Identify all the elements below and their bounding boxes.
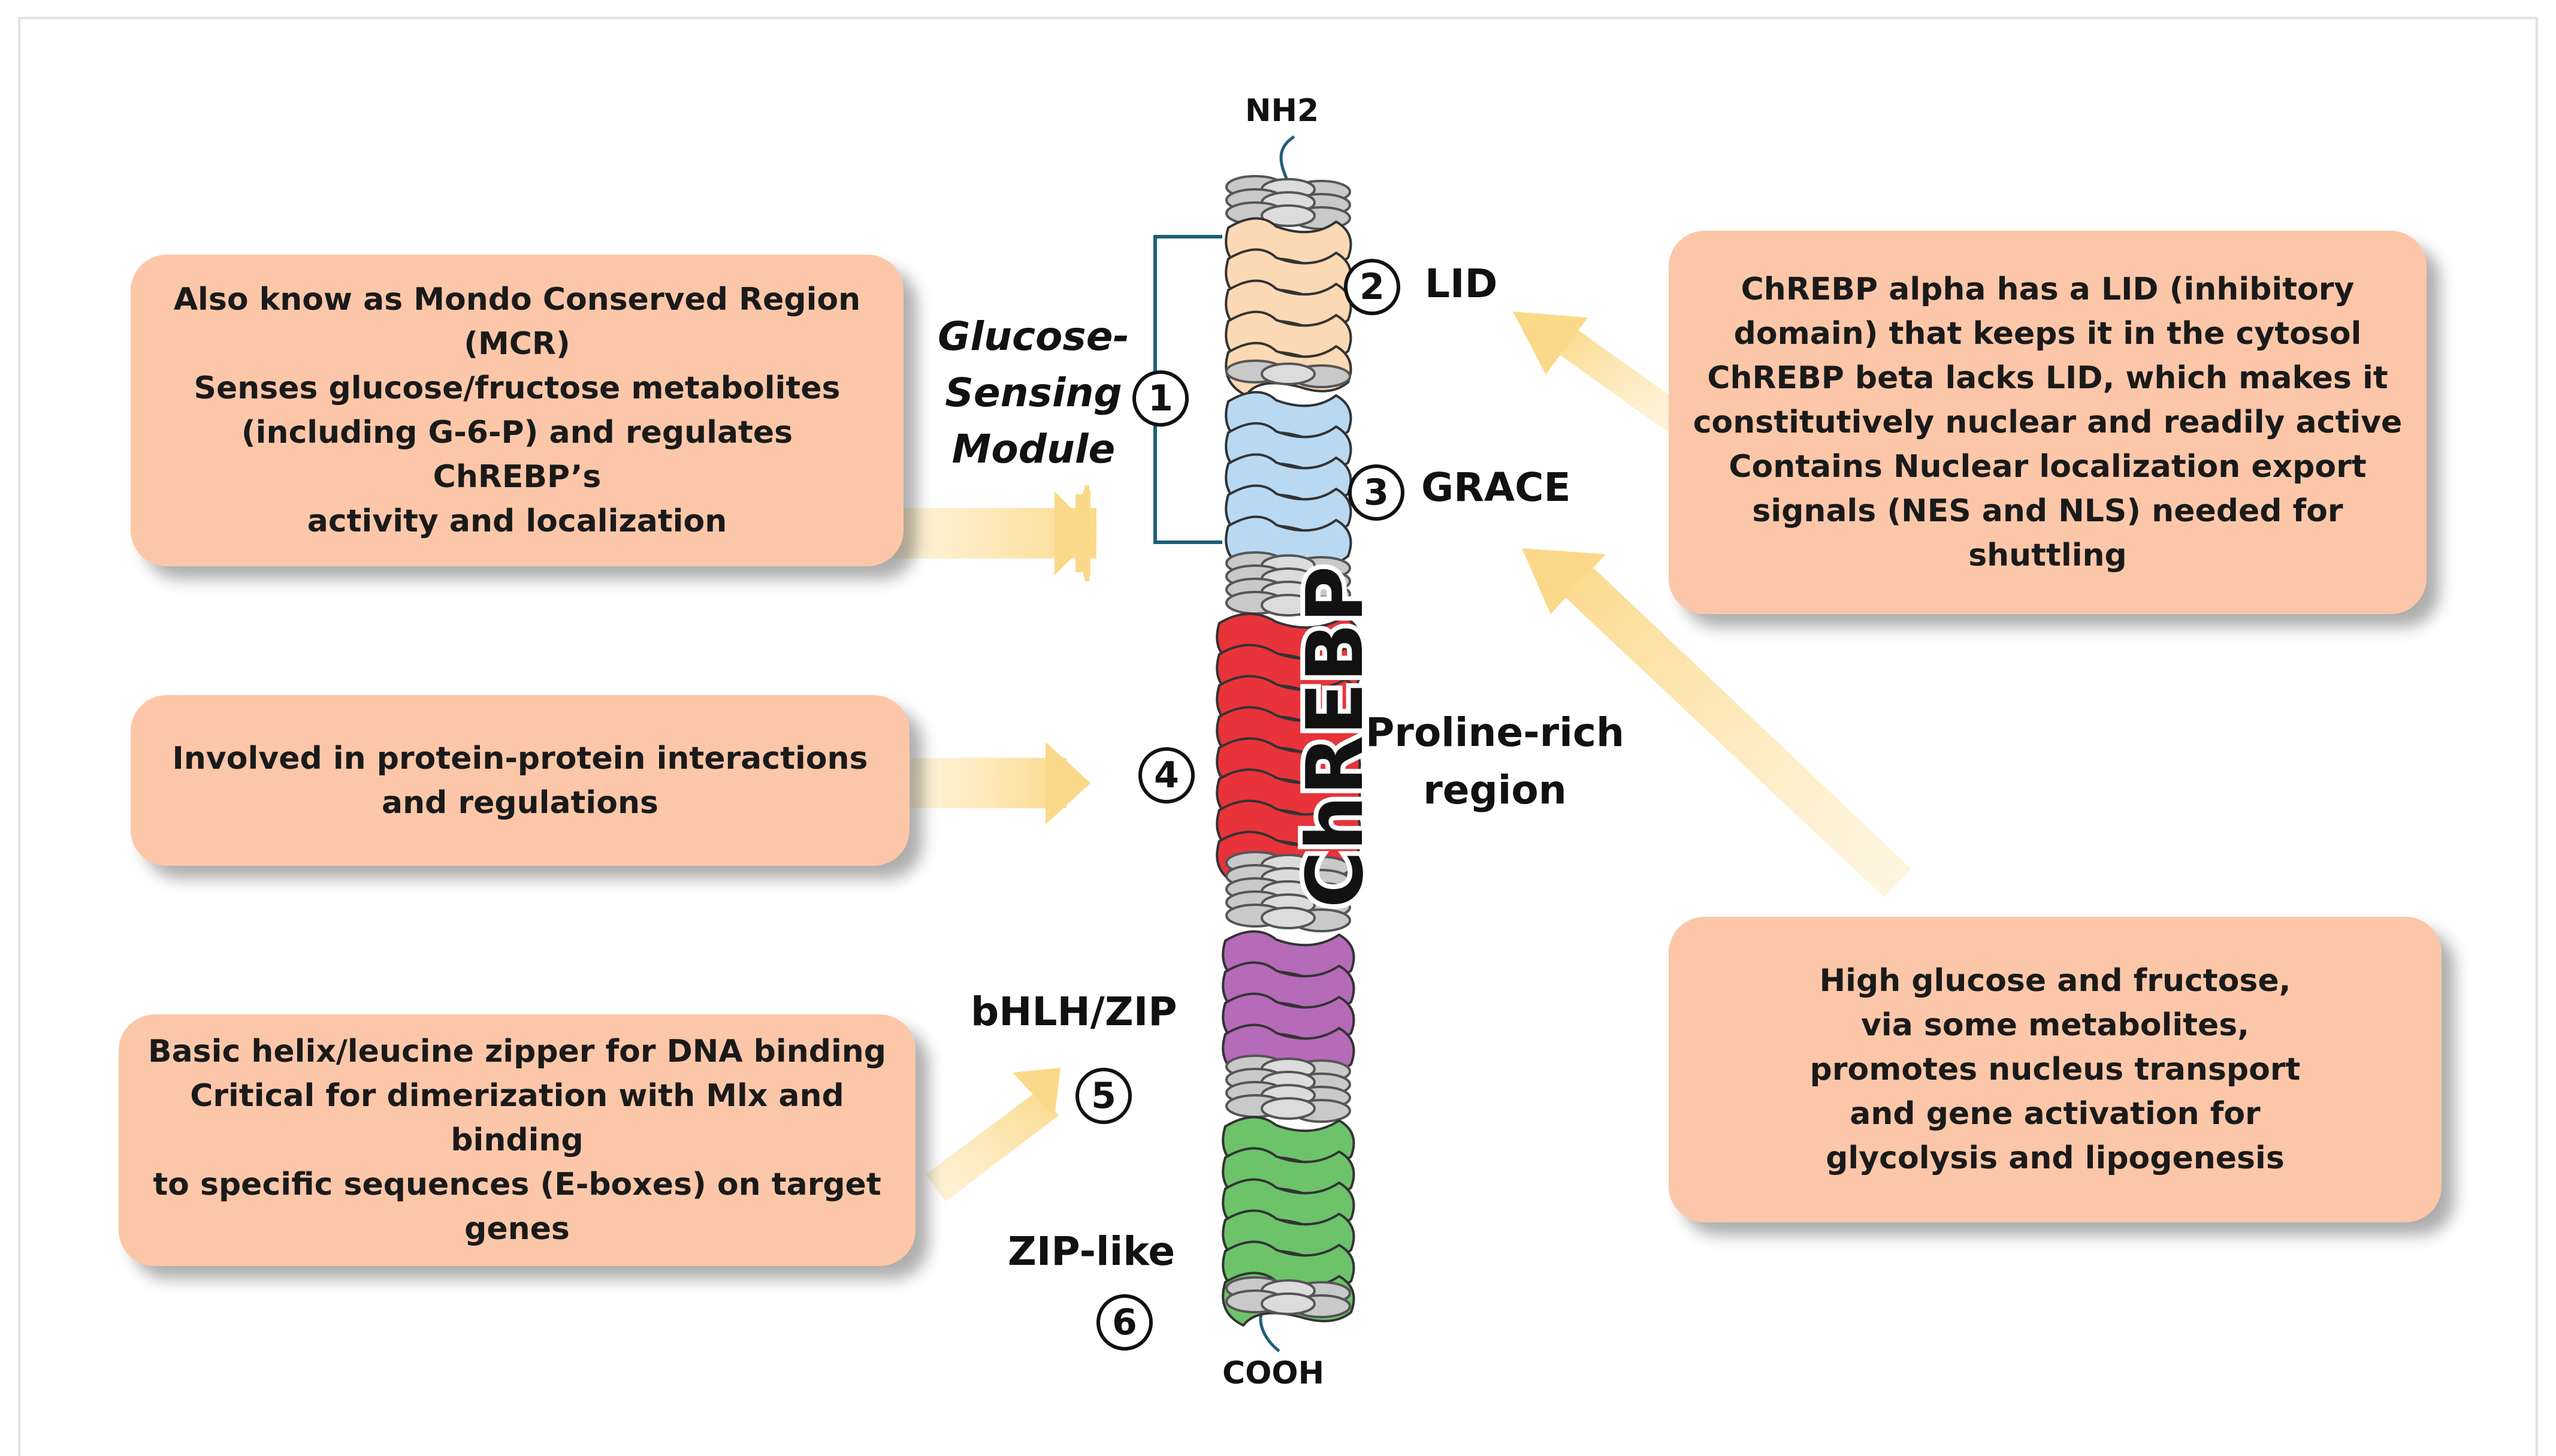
bhlh-description-text: Basic helix/leucine zipper for DNA bindi…: [147, 1034, 887, 1247]
ppi-description-text: Involved in protein-protein interactions…: [172, 740, 868, 821]
bhlh-description-box: Basic helix/leucine zipper for DNA bindi…: [119, 1014, 916, 1266]
lid-description-text: ChREBP alpha has a LID (inhibitory domai…: [1693, 271, 2403, 573]
mcr-description-text: Also know as Mondo Conserved Region (MCR…: [173, 282, 861, 539]
lid-domain-label: LID: [1425, 261, 1498, 307]
bhlh-number-badge: 5: [1075, 1068, 1132, 1124]
grace-domain-label: GRACE: [1421, 464, 1571, 510]
lid-number-badge: 2: [1344, 259, 1400, 315]
protein-name-label: ChREBP: [1289, 566, 1380, 908]
linker-segment: [1261, 907, 1316, 929]
zip-like-domain-label: ZIP-like: [1008, 1228, 1176, 1274]
c-terminus-label: COOH: [1222, 1355, 1325, 1391]
linker-segment: [1261, 204, 1316, 227]
arrow-ppi-to-proline: [911, 742, 1090, 824]
mcr-description-box: Also know as Mondo Conserved Region (MCR…: [131, 255, 904, 566]
module-number-badge: 1: [1132, 370, 1189, 427]
ppi-description-box: Involved in protein-protein interactions…: [131, 695, 910, 866]
linker-segment: [1261, 594, 1316, 617]
zip-like-number-badge: 6: [1096, 1294, 1153, 1351]
glucose-description-text: High glucose and fructose, via some meta…: [1809, 963, 2301, 1176]
glucose-sensing-module-label: Glucose- Sensing Module: [938, 313, 1129, 472]
proline-domain-label: Proline-rich region: [1365, 709, 1624, 813]
arrow-glucose-to-grace: [1522, 548, 1911, 898]
proline-number-badge: 4: [1138, 747, 1195, 803]
n-terminus-label: NH2: [1245, 93, 1319, 129]
arrow-lid-box-to-lid: [1513, 312, 1687, 433]
linker-segment: [1261, 363, 1316, 385]
arrow-mcr-to-module: [893, 485, 1096, 581]
lid-description-box: ChREBP alpha has a LID (inhibitory domai…: [1669, 231, 2427, 614]
glucose-description-box: High glucose and fructose, via some meta…: [1669, 917, 2442, 1222]
bhlh-domain-label: bHLH/ZIP: [971, 989, 1177, 1035]
n-terminal-tail: [1279, 135, 1295, 183]
figure-frame: [18, 17, 2538, 1456]
arrow-bhlh-to-zip: [926, 1068, 1061, 1201]
protein-column: [1216, 175, 1361, 1327]
linker-segment: [1261, 1292, 1316, 1315]
linker-segment: [1261, 1097, 1316, 1120]
grace-number-badge: 3: [1348, 464, 1404, 521]
